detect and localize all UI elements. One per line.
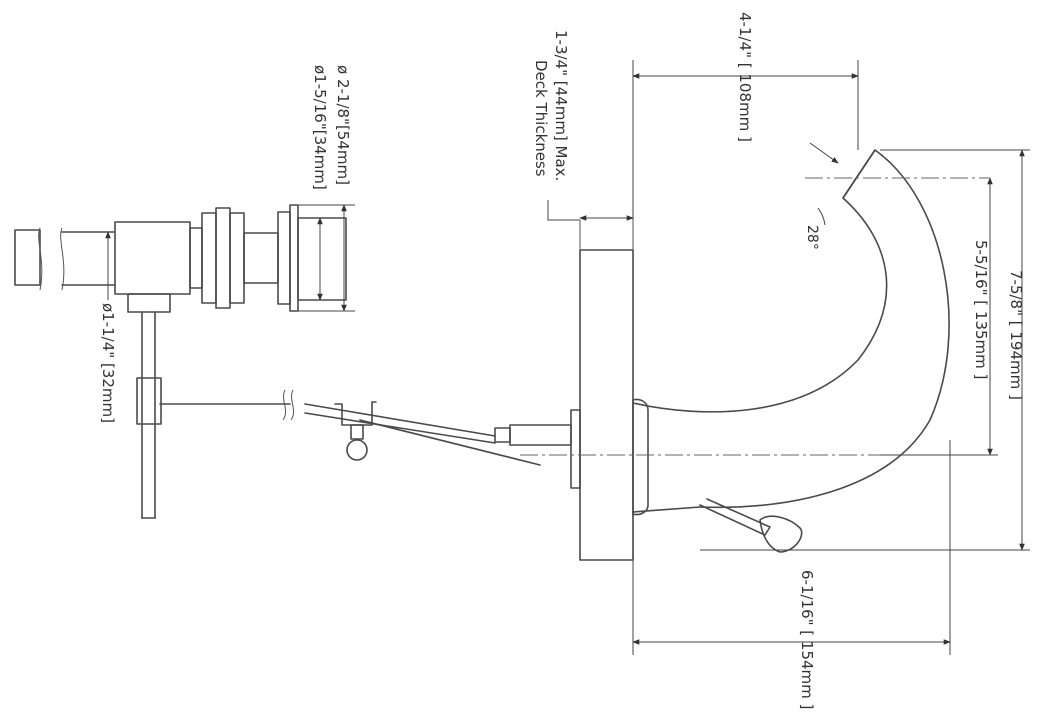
drain-assembly bbox=[14, 204, 347, 519]
shank-diameter-label: ø1-5/16"[34mm] bbox=[311, 65, 329, 190]
angle-label: 28° bbox=[804, 225, 820, 250]
dim-flange-diameter: ø 2-1/8"[54mm] ø1-5/16"[34mm] bbox=[298, 65, 355, 312]
dim-base-depth: 6-1/16" [ 154mm ] bbox=[632, 440, 951, 709]
spout-base bbox=[632, 398, 649, 516]
spout-reach-label: 4-1/4" [ 108mm ] bbox=[736, 12, 754, 142]
spout-height-label: 5-5/16" [ 135mm ] bbox=[972, 240, 990, 379]
deck-plate bbox=[579, 220, 634, 561]
flange-diameter-label: ø 2-1/8"[54mm] bbox=[334, 65, 352, 185]
dim-deck-thickness: 1-3/4" [44mm] Max. Deck Thickness bbox=[532, 30, 634, 221]
linkage-rod bbox=[159, 389, 541, 466]
deck-thickness-label-2: Deck Thickness bbox=[532, 60, 550, 177]
body-diameter-label: ø1-1/4" [32mm] bbox=[99, 303, 117, 423]
dim-overall-height: 7-5/8" [ 194mm ] bbox=[700, 149, 1030, 551]
base-depth-label: 6-1/16" [ 154mm ] bbox=[798, 570, 816, 709]
dim-body-diameter: ø1-1/4" [32mm] bbox=[99, 231, 117, 423]
lever-handle bbox=[699, 498, 803, 553]
dim-spout-reach: 4-1/4" [ 108mm ] bbox=[632, 12, 859, 220]
dim-spout-height: 5-5/16" [ 135mm ] bbox=[880, 177, 998, 456]
deck-thickness-label-1: 1-3/4" [44mm] Max. bbox=[552, 30, 570, 181]
spout bbox=[632, 149, 950, 513]
clevis-clamp bbox=[334, 401, 377, 461]
deck-flange bbox=[494, 409, 581, 489]
center-lines bbox=[520, 177, 990, 456]
dim-angle: 28° bbox=[804, 142, 839, 250]
overall-height-label: 7-5/8" [ 194mm ] bbox=[1007, 270, 1025, 400]
